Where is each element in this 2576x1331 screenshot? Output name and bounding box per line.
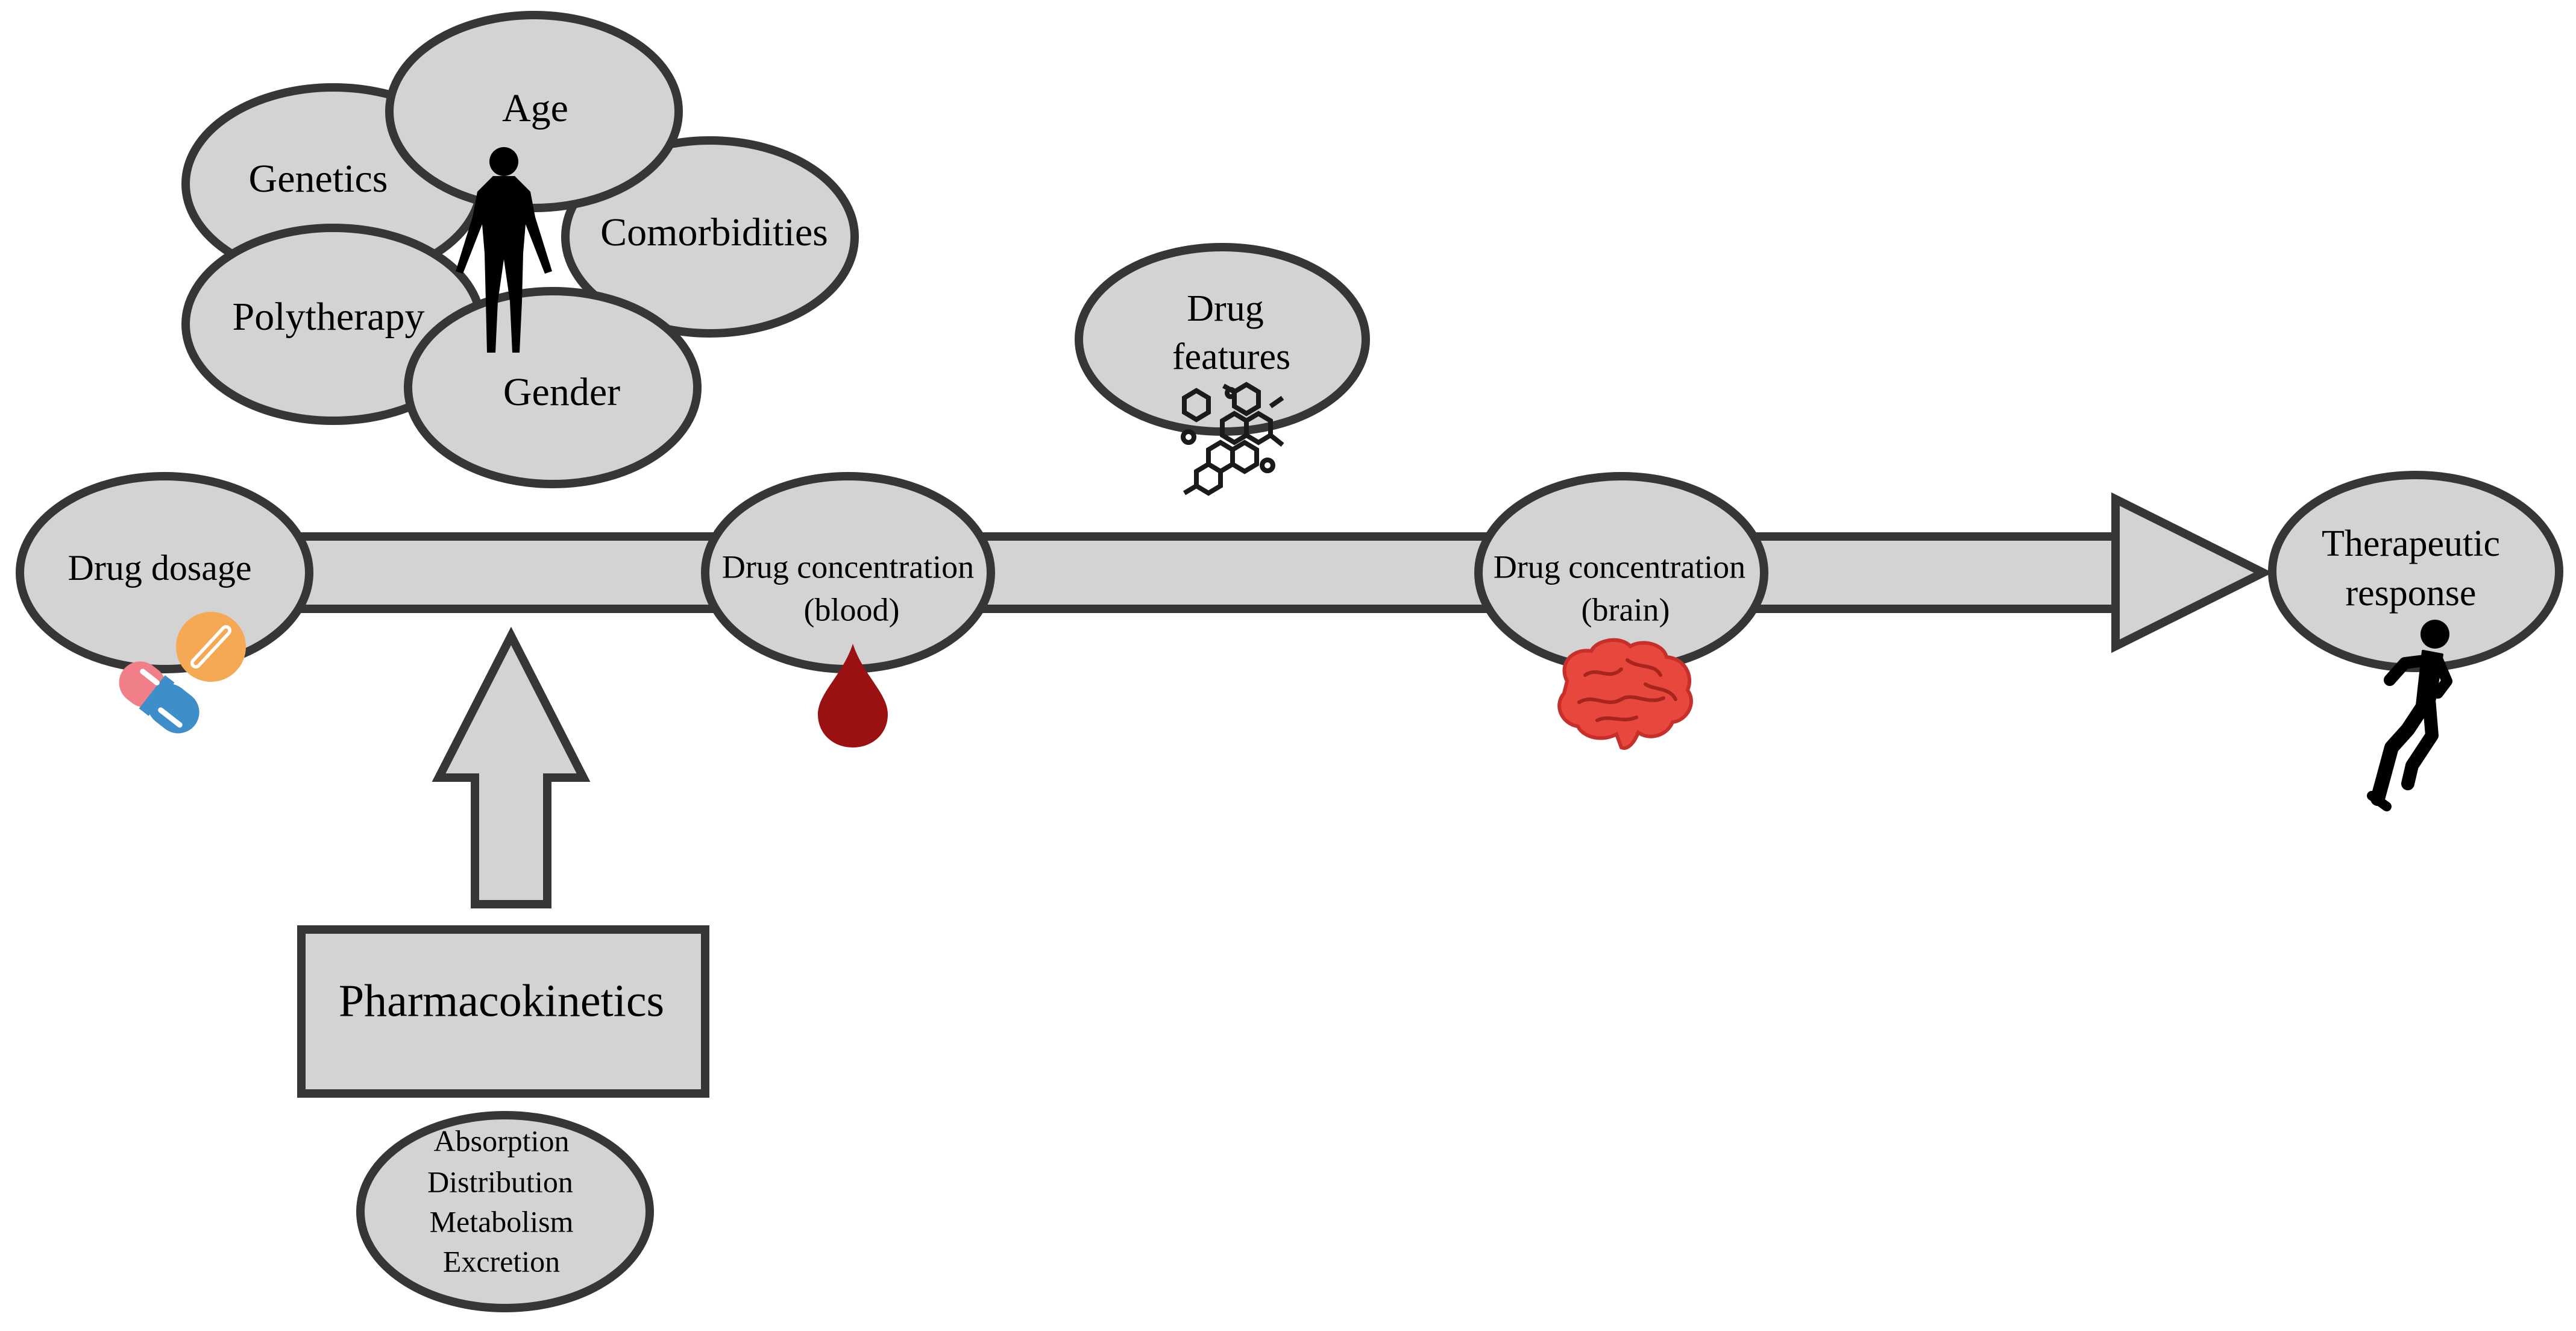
main-flow-arrow <box>279 492 2273 653</box>
drug-features-label-line1: Drug <box>1187 288 1263 329</box>
adme-step-excretion: Excretion <box>443 1244 560 1278</box>
pharmacokinetics-arrow <box>432 626 591 908</box>
molecule-icon <box>1181 382 1284 496</box>
adme-step-distribution: Distribution <box>427 1165 573 1198</box>
brain-concentration-label-line2: (brain) <box>1582 591 1670 628</box>
comorbidities-label: Comorbidities <box>600 210 828 254</box>
drug-dosage-label: Drug dosage <box>68 548 252 588</box>
runner-icon <box>2367 620 2452 811</box>
polytherapy-label: Polytherapy <box>233 295 425 339</box>
therapeutic-response-label-line1: Therapeutic <box>2322 523 2500 564</box>
adme-step-metabolism: Metabolism <box>430 1204 574 1238</box>
therapeutic-response-label-line2: response <box>2346 573 2477 614</box>
adme-node <box>356 1111 654 1312</box>
comorbidities-node <box>561 136 859 338</box>
drug-dosage-node <box>16 472 313 673</box>
genetics-label: Genetics <box>249 157 388 201</box>
brain-concentration-label-line1: Drug concentration <box>1494 549 1745 585</box>
blood-concentration-label-line2: (blood) <box>804 591 900 628</box>
gender-label: Gender <box>503 370 620 414</box>
blood-concentration-label-line1: Drug concentration <box>722 549 974 585</box>
drug-features-label-line2: features <box>1172 336 1290 377</box>
patient-factors-cluster: Genetics Age Comorbidities Polytherapy G… <box>181 11 859 488</box>
capsule-icon <box>119 661 199 734</box>
therapeutic-response-node <box>2268 471 2563 672</box>
brain-icon <box>1557 638 1693 750</box>
blood-drop-icon <box>818 644 888 747</box>
pharmacokinetics-box <box>297 925 709 1098</box>
pharmacokinetics-title: Pharmacokinetics <box>339 975 664 1026</box>
adme-step-absorption: Absorption <box>434 1124 570 1157</box>
age-label: Age <box>502 86 568 130</box>
human-silhouette-icon <box>456 147 552 353</box>
gender-node <box>404 287 702 488</box>
pill-icon <box>176 612 246 682</box>
age-node <box>385 11 683 212</box>
